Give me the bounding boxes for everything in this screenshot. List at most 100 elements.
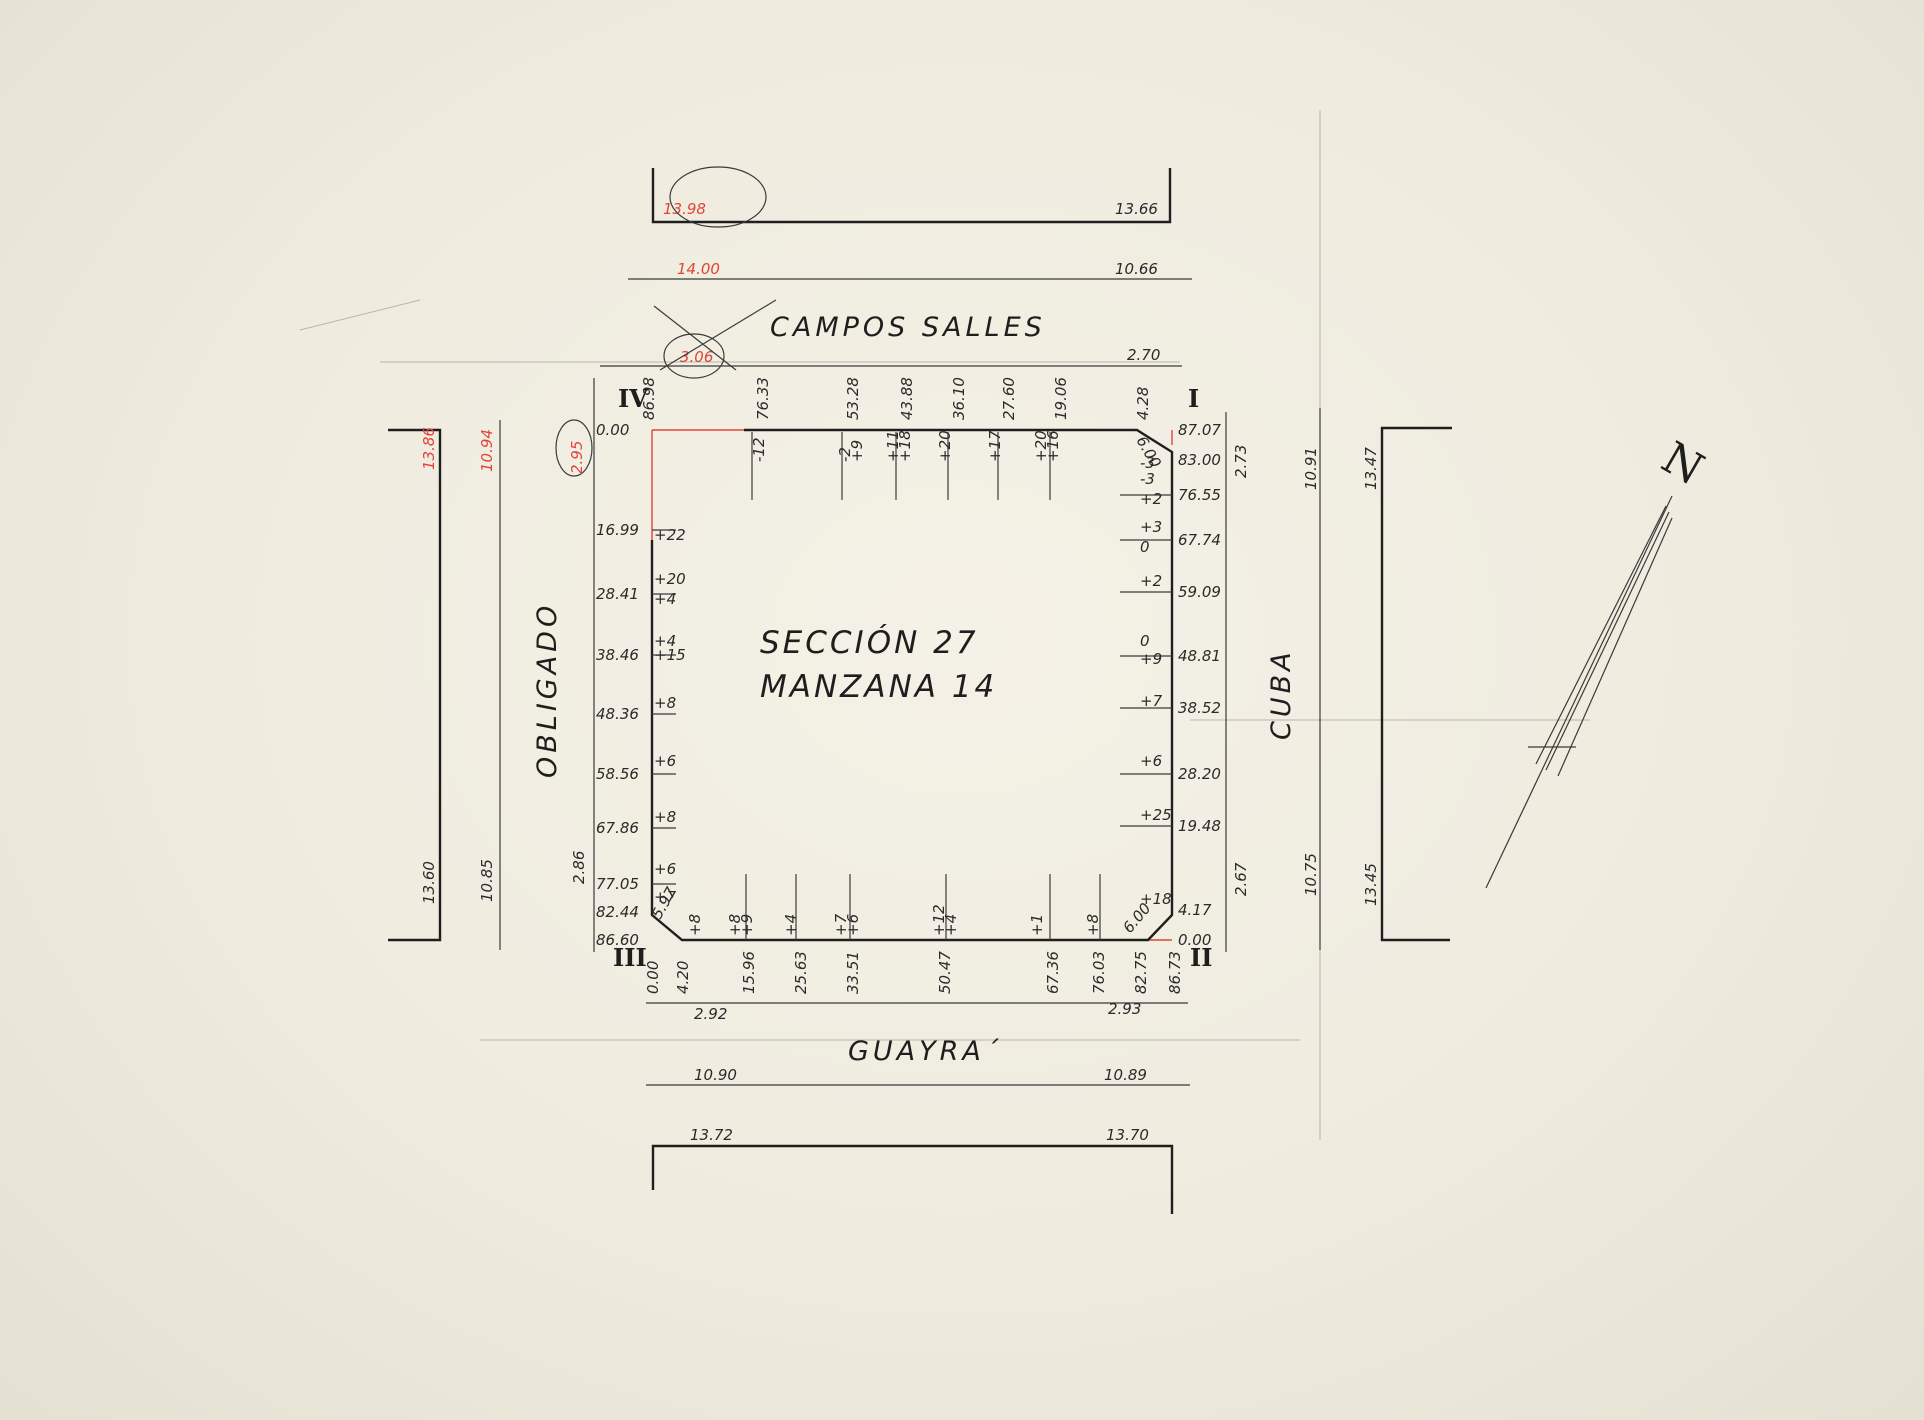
east-mark: +6 <box>1140 752 1162 770</box>
level-west-inner-top: 2.95 <box>568 441 586 474</box>
east-side-value: 87.07 <box>1178 421 1221 439</box>
north-side-value: 86.98 <box>640 377 658 420</box>
west-mark: +6 <box>654 860 676 878</box>
north-mark: +17 <box>986 430 1004 462</box>
east-side-value: 59.09 <box>1178 583 1221 601</box>
west-side-value: 0.00 <box>596 421 629 439</box>
north-side-value: 53.28 <box>844 377 862 420</box>
east-mark: +18 <box>1140 890 1172 908</box>
circle-mark <box>669 166 767 228</box>
level-west-outer-top: 13.86 <box>420 427 438 470</box>
south-side-value: 82.75 <box>1132 951 1150 994</box>
north-mark: +20 <box>1032 430 1050 462</box>
level-east-inner-bottom: 2.67 <box>1232 862 1250 896</box>
south-mark: +4 <box>942 914 960 936</box>
west-levels: 13.86 13.60 10.94 10.85 2.95 2.86 OBLIGA… <box>388 378 595 952</box>
circle-mark <box>663 333 725 379</box>
level-east-inner-top: 2.73 <box>1232 445 1250 478</box>
west-mark: +4 <box>654 632 676 650</box>
level-south-mid-left: 10.90 <box>694 1066 737 1084</box>
west-mark: +4 <box>654 590 676 608</box>
corner-ii: II <box>1190 943 1212 972</box>
north-mark: -2 <box>836 447 854 462</box>
level-east-outer-top: 13.47 <box>1362 447 1380 490</box>
level-south-outer-left: 13.72 <box>690 1126 733 1144</box>
east-mark: +9 <box>1140 650 1162 668</box>
level-north-mid-left: 14.00 <box>677 260 720 278</box>
level-north-inner-right: 2.70 <box>1127 346 1160 364</box>
east-mark: -3 <box>1140 454 1155 472</box>
west-mark: +6 <box>654 752 676 770</box>
south-side-value: 25.63 <box>792 951 810 994</box>
south-mark: +1 <box>1028 914 1046 936</box>
section-label: SECCIÓN 27 <box>760 624 979 661</box>
west-side-value: 58.56 <box>596 765 639 783</box>
north-mark: -12 <box>750 438 768 463</box>
west-side-value: 38.46 <box>596 646 639 664</box>
west-mark: +7 <box>654 888 677 906</box>
south-mark: +6 <box>844 914 862 936</box>
south-mark: +4 <box>782 914 800 936</box>
chamfer-ne: 6.00 <box>1133 433 1165 471</box>
south-mark: +7 <box>832 913 850 936</box>
south-side-value: 50.47 <box>936 951 954 994</box>
south-mark: +8 <box>1084 914 1102 936</box>
west-mark: +8 <box>654 694 676 712</box>
south-side-value: 4.20 <box>674 961 692 994</box>
south-levels: 2.92 2.93 GUAYRA´ 10.90 10.89 13.72 13.7… <box>646 1000 1190 1214</box>
level-east-outer-bottom: 13.45 <box>1362 863 1380 906</box>
level-south-inner-left: 2.92 <box>694 1005 727 1023</box>
north-mark: +11 <box>884 430 902 462</box>
north-levels: 13.98 13.66 14.00 10.66 3.06 2.70 CAMPOS… <box>600 166 1192 379</box>
north-side-value: 43.88 <box>898 377 916 420</box>
east-side-value: 67.74 <box>1178 531 1221 549</box>
south-mark: +8 <box>686 914 704 936</box>
north-side-value: 19.06 <box>1052 377 1070 420</box>
level-north-mid-right: 10.66 <box>1115 260 1158 278</box>
north-side-value: 36.10 <box>950 377 968 420</box>
north-letter: N <box>1653 432 1712 495</box>
level-west-mid-top: 10.94 <box>478 429 496 472</box>
circle-mark <box>555 419 593 477</box>
east-side-value: 28.20 <box>1178 765 1221 783</box>
level-north-outer-right: 13.66 <box>1115 200 1158 218</box>
north-side-value: 4.28 <box>1134 387 1152 420</box>
north-mark: +18 <box>896 430 914 462</box>
south-side-value: 76.03 <box>1090 951 1108 994</box>
east-mark: +3 <box>1140 518 1162 536</box>
west-side-value: 16.99 <box>596 521 639 539</box>
north-side-value: 76.33 <box>754 377 772 420</box>
north-mark: +16 <box>1044 430 1062 462</box>
south-side-value: 86.73 <box>1166 951 1184 994</box>
west-mark: +15 <box>654 646 686 664</box>
level-south-outer-right: 13.70 <box>1106 1126 1149 1144</box>
east-levels: 2.73 2.67 CUBA 10.91 10.75 13.47 13.45 <box>1225 408 1452 952</box>
east-side-value: 0.00 <box>1178 931 1211 949</box>
east-mark: 0 <box>1140 538 1150 556</box>
west-mark: +22 <box>654 526 686 544</box>
south-mark: +9 <box>738 914 756 936</box>
east-side-value: 38.52 <box>1178 699 1221 717</box>
east-mark: 0 <box>1140 632 1150 650</box>
east-mark: +2 <box>1140 490 1162 508</box>
corner-iv: IV <box>618 384 648 413</box>
east-mark: +25 <box>1140 806 1172 824</box>
east-side-value: 4.17 <box>1178 901 1212 919</box>
east-side-value: 76.55 <box>1178 486 1221 504</box>
south-side-value: 33.51 <box>844 951 862 994</box>
east-mark: +2 <box>1140 572 1162 590</box>
east-side-value: 19.48 <box>1178 817 1221 835</box>
level-south-mid-right: 10.89 <box>1104 1066 1147 1084</box>
south-side-value: 0.00 <box>644 961 662 994</box>
level-north-inner-left: 3.06 <box>680 348 713 366</box>
north-mark: +9 <box>848 440 866 462</box>
north-mark: +20 <box>936 430 954 462</box>
north-arrow: N <box>1485 432 1712 889</box>
street-north: CAMPOS SALLES <box>770 312 1046 343</box>
level-west-inner-bottom: 2.86 <box>570 851 588 884</box>
level-north-outer-left: 13.98 <box>663 200 706 218</box>
level-west-mid-bottom: 10.85 <box>478 859 496 902</box>
